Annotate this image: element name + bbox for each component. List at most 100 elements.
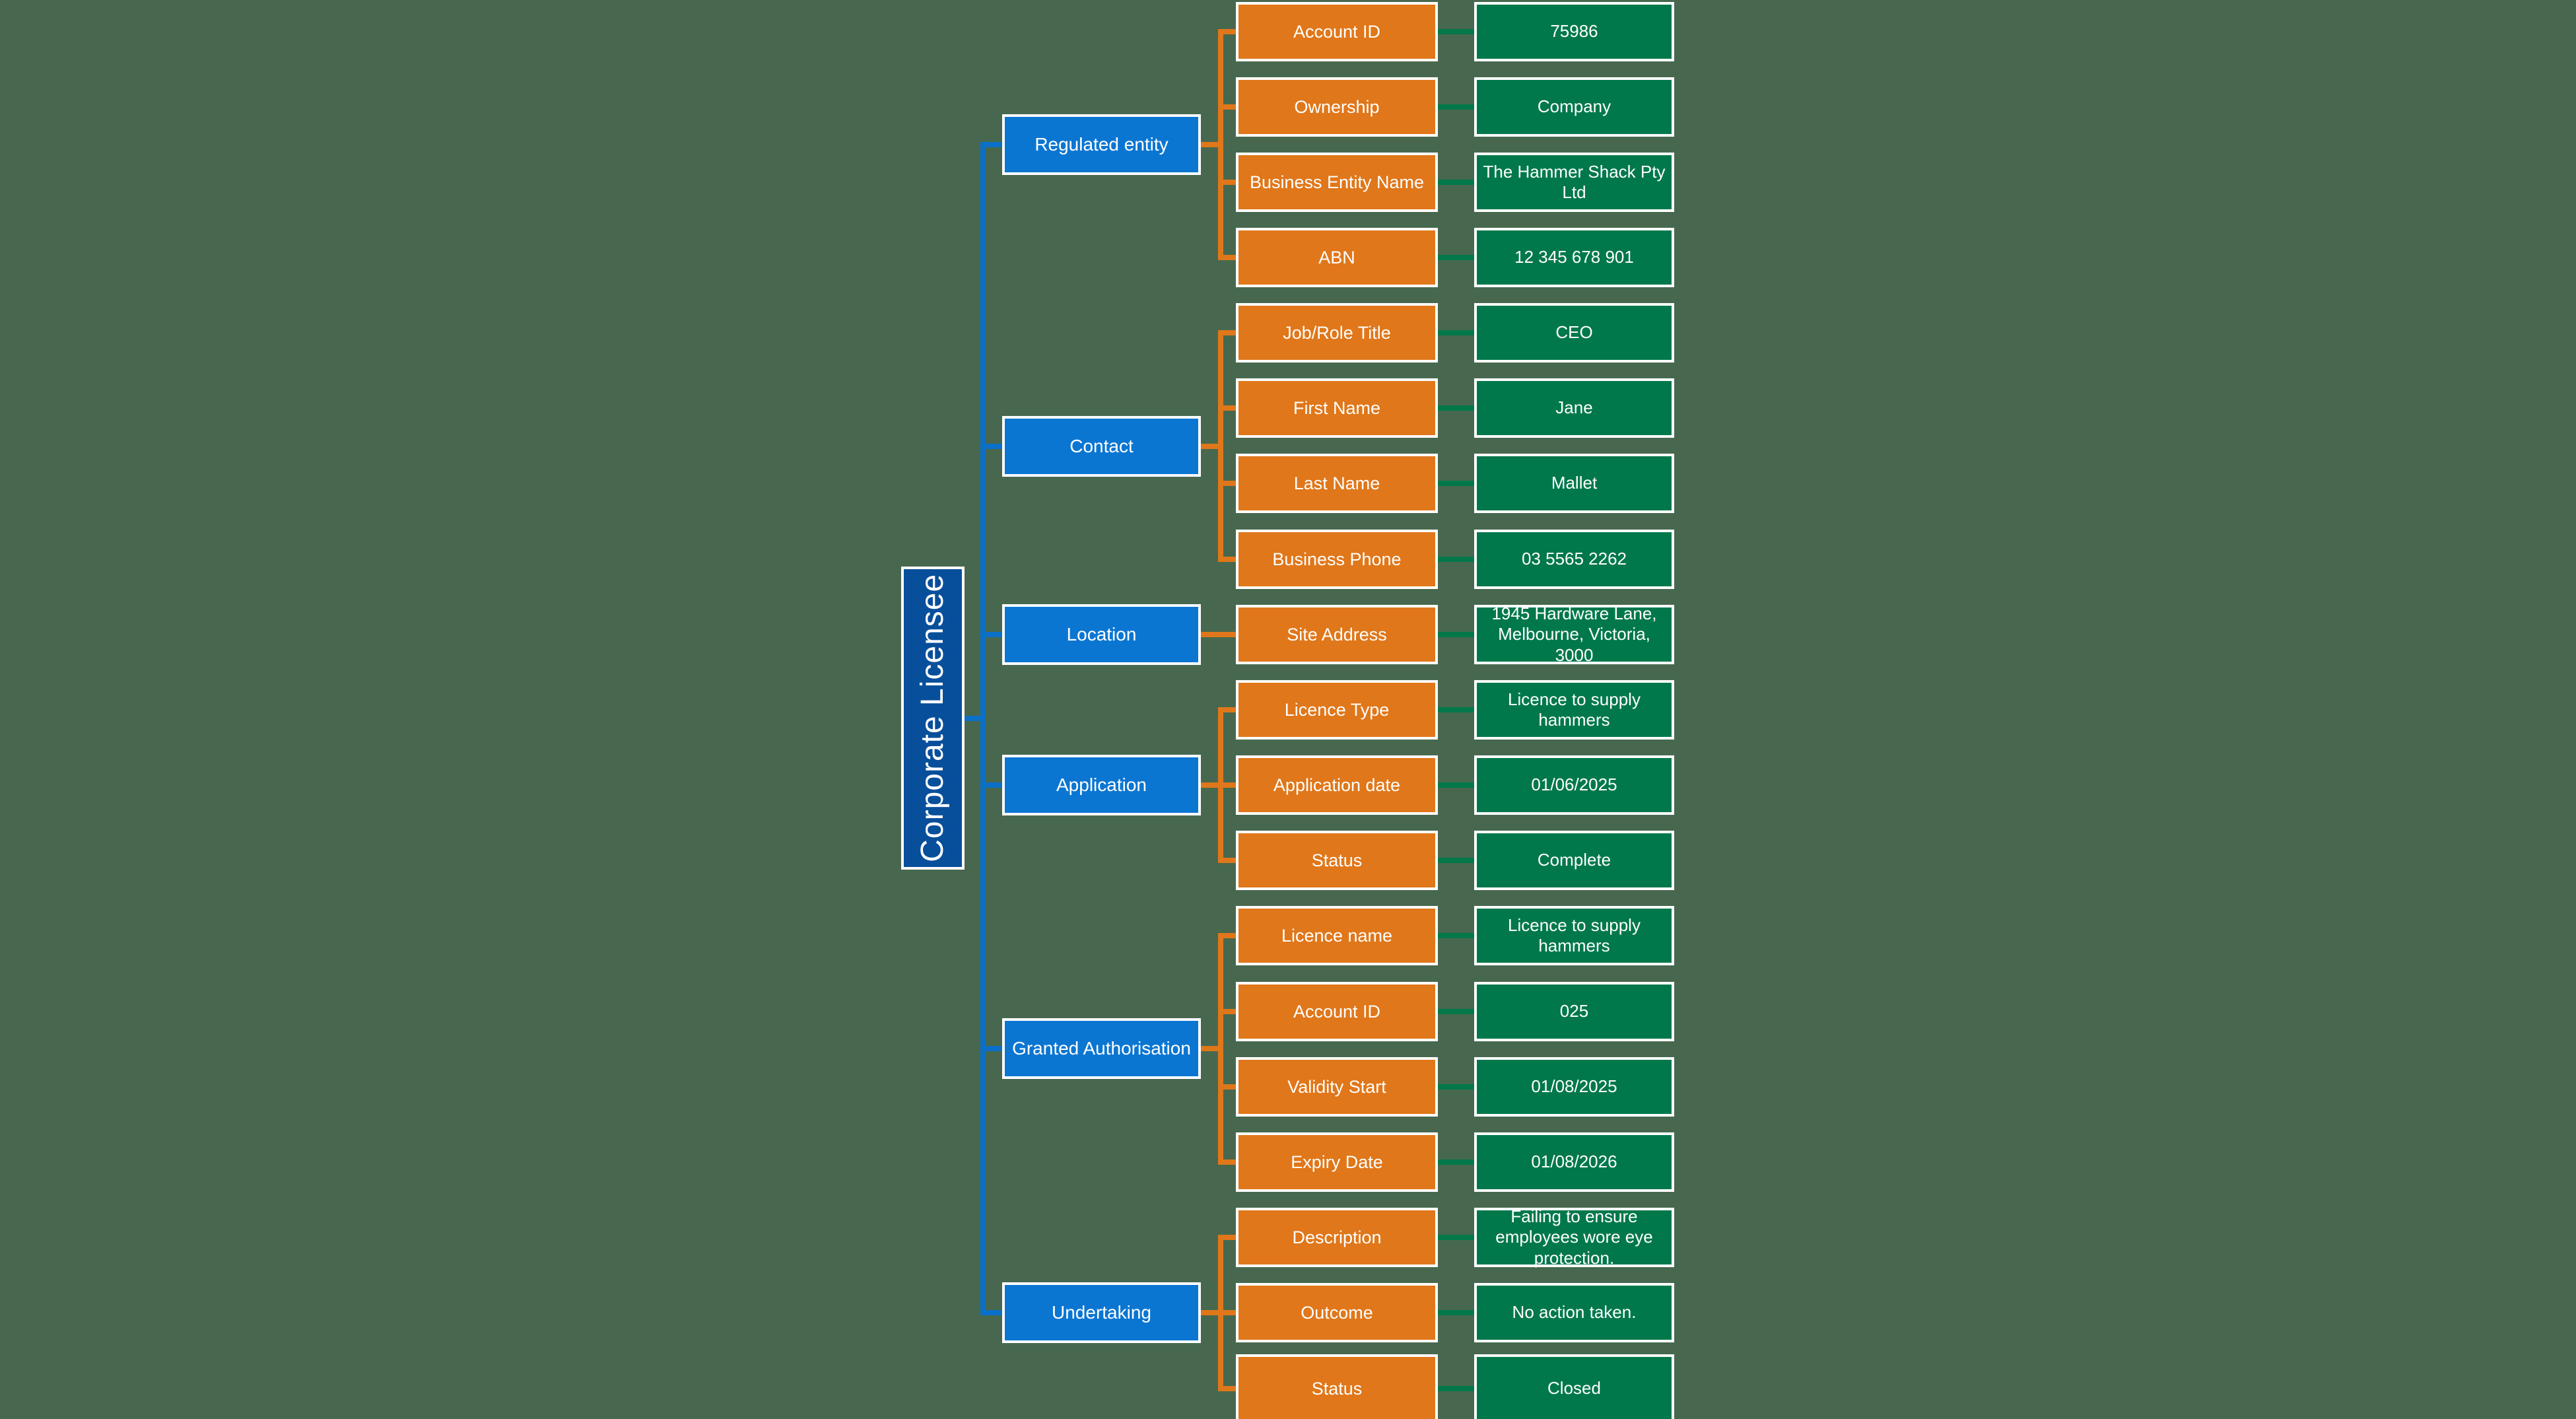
field-label: ABN [1318,247,1355,267]
category-application: Application [1002,755,1201,815]
connector-cat-out-undertaking [1198,1310,1223,1315]
category-label: Undertaking [1052,1301,1151,1323]
connector-value [1438,1009,1474,1014]
root-label: Corporate Licensee [914,574,950,862]
connector-value [1438,632,1474,637]
field-value-box: 12 345 678 901 [1474,228,1674,287]
connector-value [1438,1310,1474,1315]
field-value: 025 [1559,1001,1589,1021]
field-value: Closed [1547,1378,1601,1399]
field-label-box: Description [1236,1208,1438,1267]
field-label-box: Business Entity Name [1236,153,1438,212]
connector-stub-granted-authorisation [983,1046,1003,1051]
field-value-box: No action taken. [1474,1283,1674,1342]
field-row-application-date: Application date 01/06/2025 [1236,755,1674,815]
field-label: Site Address [1287,624,1387,644]
field-label-box: Licence name [1236,906,1438,965]
connector-stub-contact [983,444,1003,449]
field-label-box: ABN [1236,228,1438,287]
stub-row-job-role-title [1218,330,1238,335]
field-value-box: 01/08/2026 [1474,1132,1674,1192]
field-value-box: Jane [1474,378,1674,438]
category-granted-authorisation: Granted Authorisation [1002,1018,1201,1079]
field-label: Status [1311,850,1363,870]
field-value: 01/08/2026 [1531,1152,1617,1172]
field-value-box: 75986 [1474,2,1674,61]
stub-row-description [1218,1235,1238,1240]
category-label: Location [1066,623,1137,644]
category-contact: Contact [1002,416,1201,477]
field-label-box: Status [1236,831,1438,890]
field-label: Business Entity Name [1249,172,1425,192]
bracket-granted-authorisation [1218,933,1223,1165]
stub-row-ownership [1218,104,1238,110]
stub-row-ga-account-id [1218,1009,1238,1014]
stub-row-validity-start [1218,1084,1238,1090]
connector-value [1438,933,1474,938]
connector-value [1438,1084,1474,1090]
connector-cat-out-contact [1198,444,1223,449]
field-value: Mallet [1551,473,1598,493]
field-value: 01/08/2025 [1531,1076,1617,1097]
field-value-box: Mallet [1474,454,1674,513]
field-value: Licence to supply hammers [1508,689,1641,730]
stub-row-first-name [1218,405,1238,411]
field-row-first-name: First Name Jane [1236,378,1674,438]
field-value-box: Complete [1474,831,1674,890]
category-label: Application [1056,774,1147,795]
field-label-box: Account ID [1236,982,1438,1041]
field-label-box: Account ID [1236,2,1438,61]
connector-stub-undertaking [983,1310,1003,1315]
field-value: Jane [1555,398,1593,418]
field-row-account-id: Account ID 75986 [1236,2,1674,61]
field-label-box: Application date [1236,755,1438,815]
field-value: Complete [1537,850,1611,870]
bracket-contact [1218,330,1223,562]
connector-value [1438,405,1474,411]
stub-row-expiry-date [1218,1159,1238,1165]
stub-row-licence-type [1218,707,1238,712]
connector-value [1438,104,1474,110]
connector-cat-out-regulated-entity [1198,142,1223,147]
stub-row-outcome [1218,1310,1238,1315]
field-row-business-phone: Business Phone 03 5565 2262 [1236,530,1674,589]
field-label: First Name [1293,398,1380,418]
field-row-undertaking-status: Status Closed [1236,1354,1674,1419]
root-box: Corporate Licensee [901,567,965,870]
field-row-site-address: Site Address 1945 Hardware Lane, Melbour… [1236,604,1674,665]
connector-value [1438,557,1474,562]
connector-value [1438,1386,1474,1391]
field-row-outcome: Outcome No action taken. [1236,1283,1674,1342]
field-value-box: 03 5565 2262 [1474,530,1674,589]
field-label: Status [1311,1378,1363,1399]
connector-value [1438,330,1474,335]
field-label-box: Business Phone [1236,530,1438,589]
field-label: Account ID [1293,21,1381,42]
field-label-box: First Name [1236,378,1438,438]
connector-value [1438,481,1474,486]
field-label-box: Site Address [1236,605,1438,664]
field-label-box: Job/Role Title [1236,303,1438,363]
stub-row-business-entity-name [1218,180,1238,185]
field-value-box: 01/08/2025 [1474,1057,1674,1117]
connector-stub-regulated-entity [983,142,1003,147]
stub-row-application-status [1218,858,1238,863]
field-value: Licence to supply hammers [1508,915,1641,955]
field-value: Company [1537,96,1611,117]
field-row-business-entity-name: Business Entity Name The Hammer Shack Pt… [1236,153,1674,212]
connector-cat-out-application [1198,782,1223,788]
field-row-licence-name: Licence name Licence to supply hammers [1236,906,1674,965]
connector-value [1438,29,1474,34]
category-label: Granted Authorisation [1012,1037,1191,1058]
connector-value [1438,707,1474,712]
field-value: CEO [1555,322,1593,343]
field-row-application-status: Status Complete [1236,831,1674,890]
category-undertaking: Undertaking [1002,1282,1201,1343]
connector-stub-application [983,782,1003,788]
field-label: Account ID [1293,1001,1381,1021]
field-label: Outcome [1301,1302,1373,1323]
field-label-box: Licence Type [1236,680,1438,740]
field-value-box: The Hammer Shack Pty Ltd [1474,153,1674,212]
field-row-ga-account-id: Account ID 025 [1236,982,1674,1041]
